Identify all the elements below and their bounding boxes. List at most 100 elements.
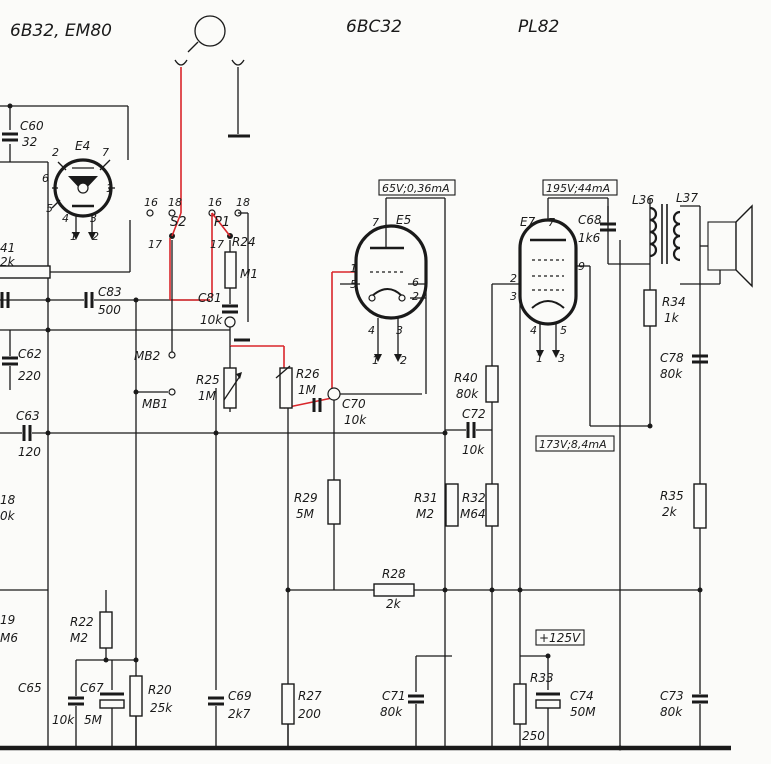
label-r29: R29 bbox=[294, 491, 318, 505]
label-c68: C68 bbox=[578, 213, 602, 227]
c70 bbox=[312, 387, 422, 480]
label-r28-value: 2k bbox=[386, 597, 402, 611]
label-c60-value: 32 bbox=[22, 135, 37, 149]
svg-text:17: 17 bbox=[210, 238, 224, 251]
label-r24: R24 bbox=[232, 235, 256, 249]
label-r28: R28 bbox=[382, 567, 406, 581]
voltage-label-e7: 195V;44mA bbox=[542, 179, 618, 196]
label-c73-value: 80k bbox=[660, 705, 683, 719]
output-transformer-section bbox=[548, 197, 753, 748]
svg-text:2: 2 bbox=[510, 272, 517, 285]
svg-text:4: 4 bbox=[62, 212, 69, 225]
label-c67-value: 5M bbox=[84, 713, 103, 727]
svg-text:18: 18 bbox=[236, 196, 250, 209]
label-c81-value: 10k bbox=[200, 313, 223, 327]
r29 bbox=[327, 479, 341, 590]
label-c62-value: 220 bbox=[18, 369, 41, 383]
label-tube-e4: E4 bbox=[75, 139, 90, 153]
label-c72-value: 10k bbox=[462, 443, 485, 457]
label-r29-value: 5M bbox=[296, 507, 315, 521]
svg-text:3: 3 bbox=[558, 352, 565, 365]
pot-r25[interactable] bbox=[215, 346, 242, 690]
svg-text:1: 1 bbox=[70, 230, 77, 243]
label-r34: R34 bbox=[662, 295, 686, 309]
svg-text:16: 16 bbox=[208, 196, 222, 209]
tube-e5 bbox=[340, 197, 446, 748]
svg-text:4: 4 bbox=[368, 324, 375, 337]
voltage-label-125v: +125V bbox=[535, 629, 585, 646]
label-c67: C67 bbox=[80, 681, 104, 695]
r28 bbox=[288, 583, 700, 597]
svg-text:+125V: +125V bbox=[539, 631, 581, 645]
label-r35-value: 2k bbox=[662, 505, 678, 519]
label-c69: C69 bbox=[228, 689, 252, 703]
label-r35: R35 bbox=[660, 489, 684, 503]
label-r22-value: M2 bbox=[70, 631, 88, 645]
svg-text:2: 2 bbox=[412, 290, 419, 303]
switch-p1[interactable] bbox=[208, 209, 249, 322]
label-r22: R22 bbox=[70, 615, 94, 629]
label-c73: C73 bbox=[660, 689, 684, 703]
svg-text:2: 2 bbox=[400, 354, 407, 367]
label-tube-e5: E5 bbox=[396, 213, 411, 227]
r40-c72-r31-r32 bbox=[445, 283, 520, 748]
label-c69-value: 2k7 bbox=[228, 707, 251, 721]
svg-text:7: 7 bbox=[372, 216, 379, 229]
label-r20-value: 25k bbox=[150, 701, 173, 715]
label-c70-value: 10k bbox=[344, 413, 367, 427]
label-r34-value: 1k bbox=[664, 311, 680, 325]
svg-text:1: 1 bbox=[350, 262, 357, 275]
label-c60: C60 bbox=[20, 119, 44, 133]
svg-text:2: 2 bbox=[92, 230, 99, 243]
label-node-mb2: MB2 bbox=[134, 349, 160, 363]
label-r26: R26 bbox=[296, 367, 320, 381]
label-c65-value: 10k bbox=[52, 713, 75, 727]
svg-text:2: 2 bbox=[52, 146, 59, 159]
label-r41-value: 2k bbox=[0, 255, 16, 269]
svg-text:3: 3 bbox=[90, 212, 97, 225]
label-c74-value: 50M bbox=[570, 705, 596, 719]
label-c78: C78 bbox=[660, 351, 684, 365]
tube-e7 bbox=[518, 198, 650, 748]
label-l37: L37 bbox=[676, 191, 698, 205]
bottom-components bbox=[68, 590, 561, 748]
switch-s2[interactable] bbox=[146, 196, 210, 359]
label-m1: M1 bbox=[240, 267, 258, 281]
label-r27-value: 200 bbox=[298, 707, 321, 721]
svg-text:65V;0,36mA: 65V;0,36mA bbox=[382, 182, 450, 195]
label-c74: C74 bbox=[570, 689, 594, 703]
label-r32-value: M64 bbox=[460, 507, 486, 521]
svg-text:1: 1 bbox=[106, 182, 113, 195]
label-r32: R32 bbox=[462, 491, 486, 505]
svg-text:5: 5 bbox=[560, 324, 567, 337]
label-r20: R20 bbox=[148, 683, 172, 697]
label-r33: R33 bbox=[530, 671, 554, 685]
label-r19: 19 bbox=[0, 613, 15, 627]
svg-text:1: 1 bbox=[372, 354, 379, 367]
svg-text:7: 7 bbox=[102, 146, 109, 159]
label-c81: C81 bbox=[198, 291, 222, 305]
label-l36: L36 bbox=[632, 193, 654, 207]
label-c68-value: 1k6 bbox=[578, 231, 601, 245]
label-r25: R25 bbox=[196, 373, 220, 387]
svg-text:7: 7 bbox=[548, 216, 555, 229]
svg-text:9: 9 bbox=[578, 260, 585, 273]
label-c83: C83 bbox=[98, 285, 122, 299]
junction-dots bbox=[7, 103, 703, 751]
svg-text:6: 6 bbox=[42, 172, 49, 185]
label-switch-p1: P1 bbox=[214, 215, 230, 230]
label-r41: 41 bbox=[0, 241, 15, 255]
left-wiring bbox=[0, 105, 445, 748]
header-6b32-em80: 6B32, EM80 bbox=[10, 21, 112, 41]
label-r25-value: 1M bbox=[198, 389, 217, 403]
svg-text:17: 17 bbox=[148, 238, 162, 251]
component-labels: E4 E5 E7 C60 32 41 2k C83 500 C62 220 C6… bbox=[0, 119, 698, 743]
svg-text:16: 16 bbox=[144, 196, 158, 209]
nodes-mb bbox=[133, 300, 176, 748]
svg-text:4: 4 bbox=[530, 324, 537, 337]
input-jack bbox=[174, 15, 250, 196]
label-r33-value: 250 bbox=[522, 729, 545, 743]
svg-text:1: 1 bbox=[536, 352, 543, 365]
label-c72: C72 bbox=[462, 407, 486, 421]
label-r27: R27 bbox=[298, 689, 322, 703]
